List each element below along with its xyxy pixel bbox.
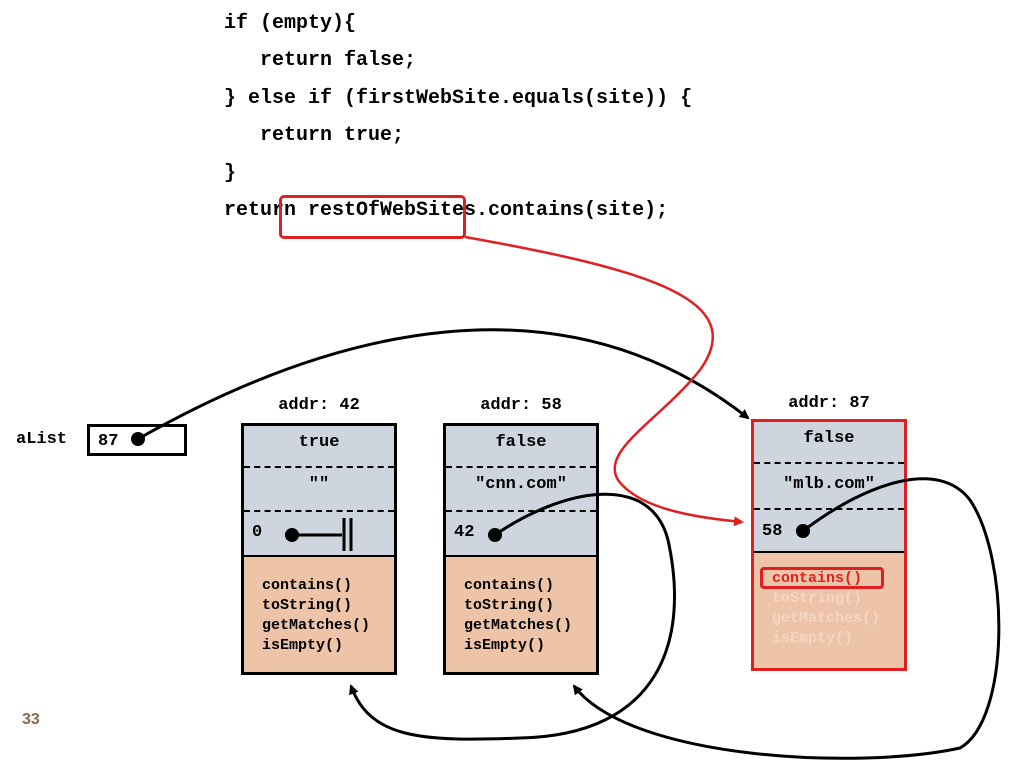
node-87-addr: addr: 87	[788, 394, 870, 413]
node-58-addr: addr: 58	[480, 396, 562, 415]
method-tostring: toString()	[464, 597, 555, 614]
node-42-methods: contains() toString() getMatches() isEmp…	[244, 555, 394, 672]
node-42: true "" 0 contains() toString() getMatch…	[241, 423, 397, 675]
node-58-first: "cnn.com"	[475, 475, 567, 494]
method-tostring: toString()	[262, 597, 353, 614]
method-isempty: isEmpty()	[772, 630, 854, 647]
method-getmatches: getMatches()	[772, 610, 881, 627]
method-isempty: isEmpty()	[464, 637, 546, 654]
node-42-first: ""	[308, 475, 330, 494]
node-42-rest: 0	[252, 523, 263, 542]
node-87-rest: 58	[762, 522, 783, 541]
method-contains: contains()	[464, 577, 555, 594]
slide-number: 33	[22, 711, 40, 728]
node-58-methods: contains() toString() getMatches() isEmp…	[446, 555, 596, 672]
node-58: false "cnn.com" 42 contains() toString()…	[443, 423, 599, 675]
method-isempty: isEmpty()	[262, 637, 344, 654]
variable-value: 87	[98, 432, 119, 451]
method-getmatches: getMatches()	[464, 617, 573, 634]
code-line-4: return true;	[224, 124, 405, 147]
variable-box: 87	[87, 424, 187, 456]
method-contains-active: contains()	[772, 570, 863, 587]
field-divider	[446, 510, 596, 512]
method-getmatches: getMatches()	[262, 617, 371, 634]
node-87: false "mlb.com" 58 contains() toString()…	[751, 419, 907, 671]
field-divider	[754, 462, 904, 464]
variable-label: aList	[16, 430, 68, 449]
code-line-1: if (empty){	[224, 12, 357, 35]
field-divider	[244, 466, 394, 468]
method-contains: contains()	[262, 577, 353, 594]
node-87-methods: contains() toString() getMatches() isEmp…	[754, 551, 904, 668]
code-line-6: return restOfWebSites.contains(site);	[224, 199, 669, 222]
field-divider	[446, 466, 596, 468]
code-highlight-box	[279, 195, 466, 239]
node-58-empty: false	[495, 433, 547, 452]
code-line-2: return false;	[224, 49, 417, 72]
node-42-addr: addr: 42	[278, 396, 360, 415]
field-divider	[244, 510, 394, 512]
code-line-3: } else if (firstWebSite.equals(site)) {	[224, 87, 693, 110]
node-87-first: "mlb.com"	[783, 475, 875, 494]
method-tostring: toString()	[772, 590, 863, 607]
node-58-rest: 42	[454, 523, 475, 542]
field-divider	[754, 508, 904, 510]
code-listing: if (empty){ return false; } else if (fir…	[224, 12, 692, 222]
node-87-empty: false	[803, 429, 855, 448]
code-line-5: }	[224, 162, 237, 185]
node-42-empty: true	[298, 433, 340, 452]
